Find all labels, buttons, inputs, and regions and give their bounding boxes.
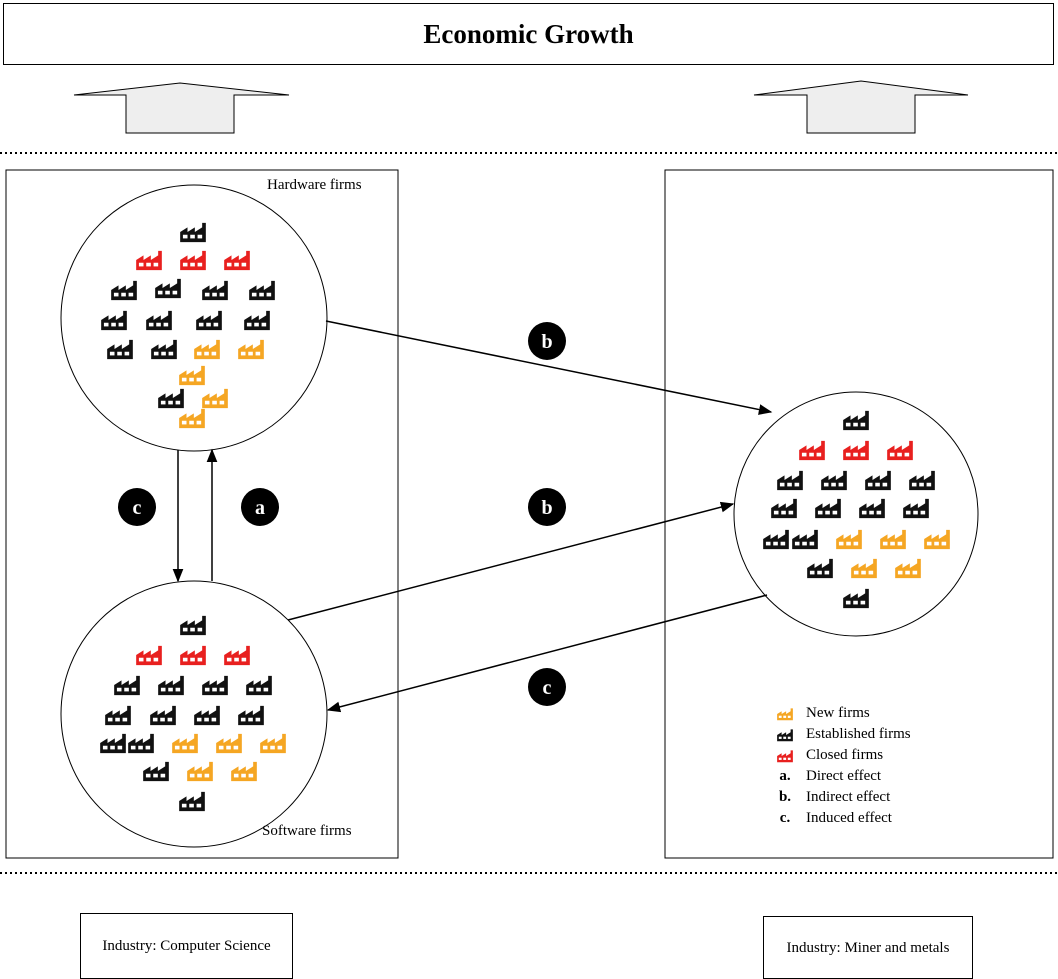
arrow-mining-to-software (326, 594, 768, 713)
badge-a: a (241, 488, 279, 526)
legend-induced-effect: c. Induced effect (779, 810, 892, 826)
badge-b-middle: b (528, 488, 566, 526)
software-firms-circle (60, 580, 328, 848)
arrow-hardware-to-mining (325, 320, 773, 415)
industry-miner-metals-box: Industry: Miner and metals (763, 916, 973, 979)
svg-text:b: b (541, 331, 552, 353)
legend-established-firms: Established firms (772, 724, 911, 745)
hardware-firms-label: Hardware firms (267, 177, 362, 193)
closed-firm-factory-icon (776, 749, 794, 763)
industry-computer-science-label: Industry: Computer Science (102, 938, 271, 954)
software-firms-label: Software firms (262, 823, 352, 839)
legend: New firms Established firms Closed firms… (772, 703, 911, 829)
legend-closed-firms: Closed firms (772, 745, 911, 766)
hardware-firms-circle (60, 184, 328, 452)
miner-metals-panel (664, 169, 1054, 859)
badge-c-right: c (528, 668, 566, 706)
badge-c-left: c (118, 488, 156, 526)
legend-new-firms: New firms (772, 703, 911, 724)
arrow-software-to-mining (287, 501, 735, 621)
svg-text:a: a (255, 497, 265, 519)
svg-text:c: c (543, 677, 552, 699)
industry-miner-metals-label: Industry: Miner and metals (786, 939, 950, 956)
diagram-title: Economic Growth (423, 18, 634, 49)
new-firm-factory-icon (776, 707, 794, 721)
up-arrow-left (73, 82, 290, 134)
industry-computer-science-box: Industry: Computer Science (80, 913, 293, 979)
badge-b-top: b (528, 322, 566, 360)
established-firm-factory-icon (776, 728, 794, 742)
computer-science-panel (5, 169, 399, 859)
svg-text:c: c (133, 497, 142, 519)
legend-direct-effect: a. Direct effect (779, 768, 882, 784)
svg-text:b: b (541, 497, 552, 519)
legend-indirect-effect: b. Indirect effect (778, 789, 891, 805)
up-arrow-right (753, 80, 969, 134)
economic-growth-box: Economic Growth (3, 3, 1054, 65)
